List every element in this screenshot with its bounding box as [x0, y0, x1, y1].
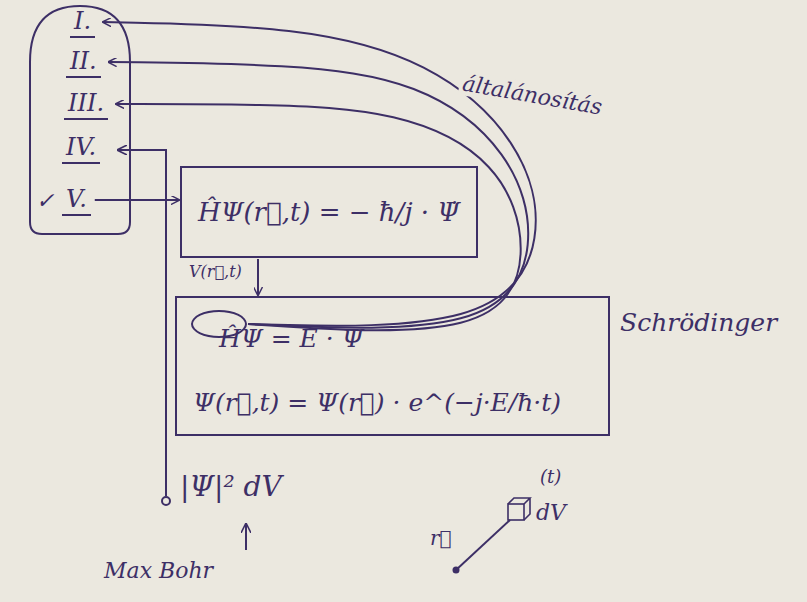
equation-box: ĤΨ(r⃗,t) = − ħ/j · Ψ̇ [180, 166, 478, 258]
connector-arrow [257, 259, 259, 295]
connector-arrow [109, 62, 529, 328]
author-note: Max Bohr [104, 558, 213, 583]
node-text: III. [68, 89, 104, 117]
schrodinger-box: SchrödingerΨ(r⃗,t) = Ψ(r⃗) · e^(−j·E/ħ·t… [175, 296, 610, 436]
equation-text: Ψ(r⃗,t) = Ψ(r⃗) · e^(−j·E/ħ·t) [193, 388, 561, 417]
time-note: (t) [540, 466, 561, 487]
leader-line [118, 150, 166, 496]
node-text: I. [74, 7, 91, 35]
list-outline [30, 6, 130, 234]
roman-item: IV. [62, 132, 100, 164]
roman-item: III. [64, 88, 108, 120]
volume-cube [508, 498, 530, 520]
check-mark: ✓ [36, 188, 54, 213]
vector-label: r⃗ [430, 526, 452, 550]
node-text: V. [66, 185, 87, 213]
volume-label: dV [536, 500, 566, 525]
leader-dot [162, 497, 170, 505]
box-heading: Schrödinger [620, 308, 777, 337]
pointer-arrow [245, 524, 247, 550]
roman-item: II. [66, 46, 101, 78]
equation-ellipse: ĤΨ = E · Ψ [191, 310, 247, 338]
node-text: ĤΨ(r⃗,t) = − ħ/j · Ψ̇ [198, 197, 460, 227]
connector-arrow [103, 22, 536, 326]
edge-label: általánosítás [458, 70, 607, 120]
roman-item: V. [62, 184, 91, 216]
node-text: ĤΨ = E · Ψ [219, 324, 364, 353]
roman-item: I. [70, 6, 95, 38]
node-text: II. [70, 47, 97, 75]
edge-label: V(r⃗,t) [186, 262, 245, 281]
position-vector [456, 520, 510, 570]
node-text: IV. [66, 133, 96, 161]
probability-formula: |Ψ|² dV [180, 470, 282, 503]
